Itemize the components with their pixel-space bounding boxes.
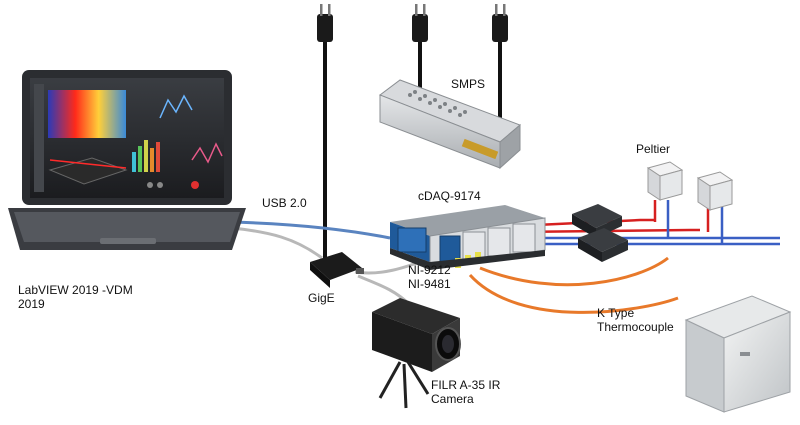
laptop-icon [8,70,246,250]
peltier-wires [514,200,780,246]
plug-3-icon [492,4,508,42]
smps-power-supply-icon [378,79,521,170]
thermocouple-label-line2: Thermocouple [597,320,674,334]
camera-label-line2: Camera [431,392,474,406]
labview-label-line2: 2019 [18,297,45,311]
gige-cable-to-laptop [231,226,323,260]
ni9481-label: NI-9481 [408,277,451,291]
ni9212-label: NI-9212 [408,263,451,277]
plug-1-icon [317,4,333,42]
ir-camera-icon [372,298,461,409]
cdaq-chassis-icon [390,205,546,270]
enclosure-box-icon [684,295,792,413]
labview-label-line1: LabVIEW 2019 -VDM [18,283,133,297]
thermocouple-label-line1: K Type [597,306,635,320]
line-chart-icon [159,94,193,119]
peltier-label: Peltier [636,142,671,156]
peltier-modules-icon [646,161,734,211]
cdaq-label: cDAQ-9174 [418,189,481,203]
thermocouple-wires [468,256,679,314]
usb-cable [231,220,391,240]
power-cords [317,4,508,262]
camera-label-line1: FILR A-35 IR [431,378,501,392]
gige-label: GigE [308,291,335,305]
smps-label: SMPS [451,77,486,91]
thermal-image-icon [48,90,126,138]
plug-2-icon [412,4,428,42]
gige-adapter-icon [310,252,364,288]
bar-chart-icon [132,140,160,172]
usb-label: USB 2.0 [262,196,307,210]
solid-state-relay-icon [572,204,628,262]
